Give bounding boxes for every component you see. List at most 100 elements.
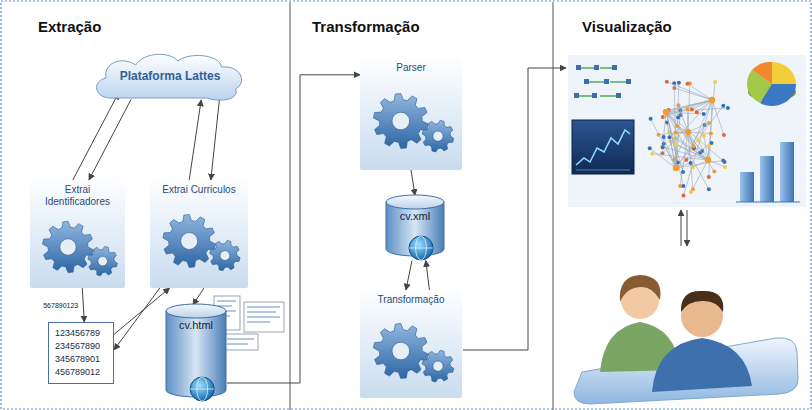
cylinder-top	[166, 304, 226, 318]
frame-part	[290, 2, 291, 410]
bar-chart-part	[740, 172, 754, 202]
network-hub	[673, 165, 679, 171]
network-hub	[705, 157, 711, 163]
bar-chart	[736, 142, 800, 202]
process-label: Transformação	[363, 294, 459, 306]
id-callout: 567890123	[42, 302, 79, 309]
globe-icon	[190, 377, 214, 401]
page-thumbnails-part-part	[227, 339, 254, 340]
network-link	[688, 132, 711, 134]
globe-equator	[190, 389, 214, 390]
page-thumbnails-part	[244, 302, 284, 332]
network-link	[684, 100, 713, 196]
network-link	[666, 112, 683, 172]
cluster-graph-part	[578, 95, 592, 97]
network-link	[674, 88, 712, 100]
line-chart	[572, 120, 634, 174]
gear-icon	[163, 215, 216, 268]
network-dot	[723, 160, 727, 164]
layout-arrows-part	[681, 210, 682, 246]
section-heading: Transformação	[312, 18, 420, 35]
cluster-graph-part	[600, 67, 612, 69]
gear-hole	[60, 239, 76, 255]
database-cylinder: cv.html	[165, 303, 227, 403]
gear-icon	[373, 94, 428, 149]
network-dot	[709, 132, 713, 136]
gear-hole	[433, 361, 443, 371]
network-dot	[665, 80, 669, 84]
network-dot	[691, 187, 695, 191]
network-link	[688, 132, 714, 172]
section-heading: Extração	[38, 18, 101, 35]
page-thumbnails-part-part	[247, 307, 280, 308]
process-box-shape	[150, 180, 248, 288]
network-dot	[707, 175, 711, 179]
network-dot	[681, 170, 685, 174]
cluster-dots-part	[626, 79, 631, 84]
page-thumbnails-part-part	[247, 322, 270, 323]
network-link	[688, 123, 709, 132]
network-dot	[676, 115, 680, 119]
database-cylinder-shape	[385, 194, 445, 262]
cluster-graph-part	[588, 81, 604, 83]
frame-part	[553, 2, 554, 410]
process-box: Extrai Curriculos	[150, 180, 248, 288]
cylinder-body	[386, 202, 444, 256]
network-link	[692, 100, 712, 110]
network-dot	[689, 161, 693, 165]
network-dot	[702, 112, 706, 116]
network-dot	[649, 117, 653, 121]
flow-arrow	[82, 288, 84, 322]
layout-arrows	[463, 68, 687, 350]
cluster-graph-part	[610, 81, 626, 83]
users-icon-part	[620, 275, 661, 302]
pie-chart-part	[752, 62, 772, 84]
line-chart-part	[576, 130, 630, 165]
gear-icon	[422, 350, 454, 382]
network-hub	[685, 129, 691, 135]
process-label: Extrai Identificadores	[33, 184, 122, 208]
network-dot	[662, 135, 666, 139]
flow-arrow	[211, 95, 220, 180]
cluster-dots-part	[592, 93, 597, 98]
network-link	[667, 82, 712, 100]
network-dot	[692, 144, 696, 148]
cluster-dots-part	[574, 93, 579, 98]
source-label: Plataforma Lattes	[102, 69, 238, 83]
network-dot	[686, 82, 690, 86]
globe-icon	[409, 236, 433, 260]
file-label: cv.xml	[385, 210, 445, 222]
pie-chart-part	[772, 62, 796, 84]
process-label: Extrai Curriculos	[153, 184, 245, 196]
database-cylinder: cv.xml	[385, 194, 445, 262]
cluster-dots-part	[616, 93, 621, 98]
network-dot	[702, 134, 706, 138]
network-link	[688, 132, 693, 189]
network-dot	[661, 115, 665, 119]
gear-icon	[88, 246, 118, 275]
network-link	[674, 83, 676, 168]
network-dot	[723, 165, 727, 169]
network-dot	[707, 143, 711, 147]
flow-arrow	[406, 261, 412, 290]
network-hub	[709, 97, 715, 103]
flow-arrow	[189, 100, 201, 180]
network-link	[712, 100, 724, 135]
flow-arrow	[411, 170, 415, 195]
network-link	[698, 141, 708, 160]
bar-chart-part	[780, 142, 794, 202]
network-dot	[661, 146, 665, 150]
network-link	[666, 112, 694, 148]
users-icon-part	[681, 291, 723, 312]
cluster-dots-part	[584, 79, 589, 84]
bar-chart-part	[736, 202, 800, 203]
process-box-shape	[360, 290, 462, 398]
gear-hole	[392, 342, 410, 360]
network-link	[665, 100, 712, 111]
network-dot	[696, 139, 700, 143]
network-dot	[677, 81, 681, 85]
flow-arrow	[89, 100, 131, 181]
gear-icon	[210, 240, 240, 270]
